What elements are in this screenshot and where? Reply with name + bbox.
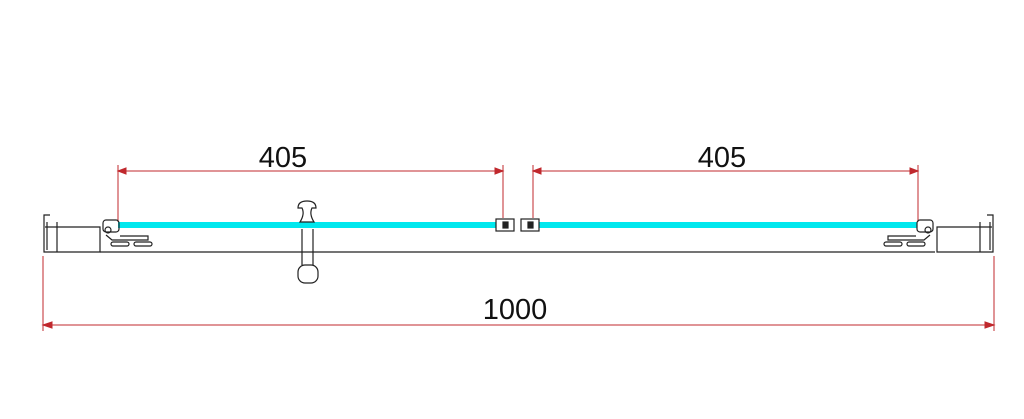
left-glass-panel xyxy=(118,222,500,228)
dimension-right-panel xyxy=(531,165,920,222)
right-glass-panel xyxy=(537,222,917,228)
left-hinge xyxy=(102,219,153,247)
door-knob xyxy=(297,200,319,284)
left-panel-width-label: 405 xyxy=(258,142,308,174)
left-wall-profile xyxy=(43,214,101,253)
right-wall-profile xyxy=(936,214,994,253)
right-panel-width-label: 405 xyxy=(697,142,747,174)
total-width-label: 1000 xyxy=(482,294,548,326)
dimension-total xyxy=(41,256,996,331)
center-magnetic-seal xyxy=(495,218,540,232)
right-hinge xyxy=(883,219,934,247)
glass-panels xyxy=(118,222,917,228)
dimension-left-panel xyxy=(116,165,505,222)
